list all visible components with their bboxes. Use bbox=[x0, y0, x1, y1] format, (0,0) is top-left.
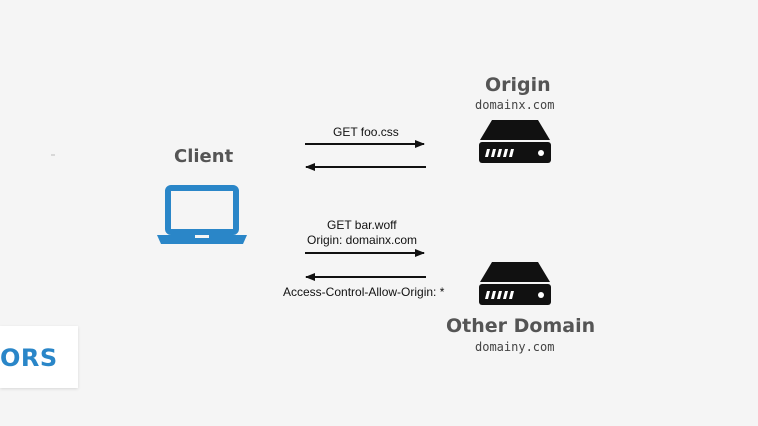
cors-badge: ORS bbox=[0, 326, 78, 388]
server-icon-other bbox=[479, 262, 551, 305]
other-domain-title: Other Domain bbox=[446, 315, 596, 337]
cors-badge-text: ORS bbox=[0, 344, 58, 372]
other-domain-name: domainy.com bbox=[475, 340, 555, 354]
origin-header-label: Origin: domainx.com bbox=[307, 233, 418, 247]
get-css-label: GET foo.css bbox=[333, 125, 399, 139]
laptop-icon bbox=[157, 185, 247, 244]
server-icon bbox=[479, 120, 551, 163]
get-woff-label: GET bar.woff bbox=[327, 218, 397, 232]
client-title: Client bbox=[174, 146, 234, 167]
acao-header-label: Access-Control-Allow-Origin: * bbox=[283, 285, 445, 299]
origin-domain: domainx.com bbox=[475, 98, 555, 112]
origin-title: Origin bbox=[485, 74, 551, 96]
